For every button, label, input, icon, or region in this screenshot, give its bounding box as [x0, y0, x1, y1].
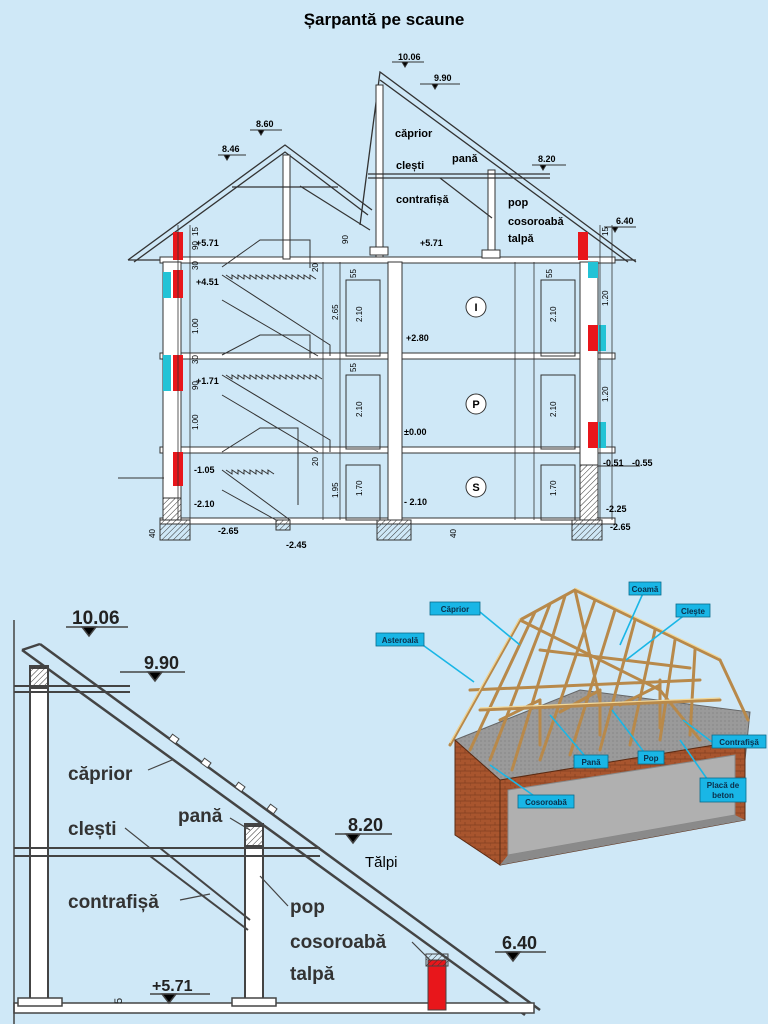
right-wall-markers — [578, 232, 606, 448]
detail-label-pop: pop — [290, 897, 325, 918]
page-title: Șarpantă pe scaune — [303, 10, 465, 29]
dim-1-00-b: 1.00 — [191, 414, 200, 430]
detail-elev-6-40: 6.40 — [502, 933, 537, 953]
callout-cosoroaba: Cosoroabă — [525, 798, 567, 807]
callout-placa-line1: Placă de — [707, 781, 740, 790]
dim-2-65: 2.65 — [331, 304, 340, 320]
dim-1-20-a: 1.20 — [601, 290, 610, 306]
building-section: 10.06 9.90 8.60 8.46 8.20 6.40 +5.71 +5.… — [118, 52, 653, 550]
label-talpi: Tălpi — [365, 854, 398, 871]
elev-minus-2-10-left: -2.10 — [194, 499, 215, 509]
dim-40-a: 40 — [148, 529, 157, 538]
dim-55-c: 55 — [349, 363, 358, 372]
elev-minus-1-05: -1.05 — [194, 465, 215, 475]
detail-elev-10-06: 10.06 — [72, 608, 120, 629]
roof-outline — [127, 70, 637, 263]
dim-55-b: 55 — [545, 269, 554, 278]
dim-20-a: 20 — [311, 263, 320, 272]
elev-minus-2-10-center: - 2.10 — [404, 497, 427, 507]
elev-1-71: +1.71 — [196, 376, 219, 386]
dim-15-b: 15 — [601, 227, 610, 236]
roof-detail: 10.06 9.90 8.20 6.40 +5.71 căprior cleșt… — [13, 608, 546, 1024]
dim-90-b: 90 — [191, 381, 200, 390]
dim-1-20-b: 1.20 — [601, 386, 610, 402]
dim-30-b: 30 — [191, 355, 200, 364]
detail-elev-8-20: 8.20 — [348, 815, 383, 835]
elev-9-90: 9.90 — [434, 73, 452, 83]
roof-3d-render: Căprior Coamă Cleşte Asteroală Contrafiş… — [375, 581, 767, 866]
elev-6-40: 6.40 — [616, 216, 634, 226]
label-contrafisa: contrafișă — [396, 194, 449, 206]
elev-minus-2-25: -2.25 — [606, 504, 627, 514]
room-markers: I P S — [465, 296, 487, 498]
dim-15-a: 15 — [191, 227, 200, 236]
dim-1-95: 1.95 — [331, 482, 340, 498]
elev-minus-0-55: -0.55 — [632, 458, 653, 468]
label-pop: pop — [508, 197, 528, 209]
detail-label-pana: pană — [178, 806, 223, 827]
callout-placa-line2: beton — [712, 791, 734, 800]
staircase — [221, 239, 331, 521]
dim-2-10-b: 2.10 — [549, 306, 558, 322]
dim-1-70-a: 1.70 — [355, 480, 364, 496]
elev-minus-2-45: -2.45 — [286, 540, 307, 550]
callout-contrafisa: Contrafişă — [719, 738, 759, 747]
timber-frame — [448, 588, 750, 772]
detail-label-cosoroaba: cosoroabă — [290, 932, 387, 953]
dim-40-b: 40 — [449, 529, 458, 538]
callout-pana: Pană — [581, 758, 601, 767]
label-pana: pană — [452, 153, 479, 165]
elev-8-46: 8.46 — [222, 144, 240, 154]
label-caprior: căprior — [395, 128, 433, 140]
dim-90-c: 90 — [341, 235, 350, 244]
dim-30-a: 30 — [191, 261, 200, 270]
detail-label-talpa: talpă — [290, 964, 335, 985]
elev-8-60: 8.60 — [256, 119, 274, 129]
elev-minus-0-51: -0.51 — [603, 458, 624, 468]
detail-label-caprior: căprior — [68, 764, 133, 785]
detail-label-clesti: clești — [68, 819, 117, 840]
detail-dim-5: 5 — [113, 998, 125, 1004]
callout-pop: Pop — [643, 754, 658, 763]
room-label-s: S — [472, 482, 479, 494]
room-label-p: P — [472, 399, 479, 411]
callout-asterea: Asteroală — [382, 636, 419, 645]
dim-1-70-b: 1.70 — [549, 480, 558, 496]
elev-5-71-left: +5.71 — [196, 238, 219, 248]
callout-coama: Coamă — [632, 585, 659, 594]
dim-90-a: 90 — [191, 241, 200, 250]
elev-10-06: 10.06 — [398, 52, 421, 62]
label-cosoroaba: cosoroabă — [508, 216, 565, 228]
dim-2-10-c: 2.10 — [355, 401, 364, 417]
elev-4-51: +4.51 — [196, 277, 219, 287]
elev-8-20: 8.20 — [538, 154, 556, 164]
elev-minus-2-65-left: -2.65 — [218, 526, 239, 536]
dim-2-10-a: 2.10 — [355, 306, 364, 322]
callout-caprior: Căprior — [441, 605, 469, 614]
label-talpa: talpă — [508, 233, 535, 245]
dim-1-00-a: 1.00 — [191, 318, 200, 334]
elev-5-71-right: +5.71 — [420, 238, 443, 248]
callout-cleste: Cleşte — [681, 607, 706, 616]
dim-20-b: 20 — [311, 457, 320, 466]
detail-elev-5-71: +5.71 — [152, 978, 193, 995]
detail-elev-9-90: 9.90 — [144, 653, 179, 673]
elev-2-80: +2.80 — [406, 333, 429, 343]
elev-0-00: ±0.00 — [404, 427, 426, 437]
elev-minus-2-65-right: -2.65 — [610, 522, 631, 532]
dim-55-a: 55 — [349, 269, 358, 278]
dim-2-10-d: 2.10 — [549, 401, 558, 417]
detail-label-contrafisa: contrafișă — [68, 892, 159, 913]
room-label-i: I — [474, 302, 477, 314]
label-clesti: clești — [396, 160, 424, 172]
